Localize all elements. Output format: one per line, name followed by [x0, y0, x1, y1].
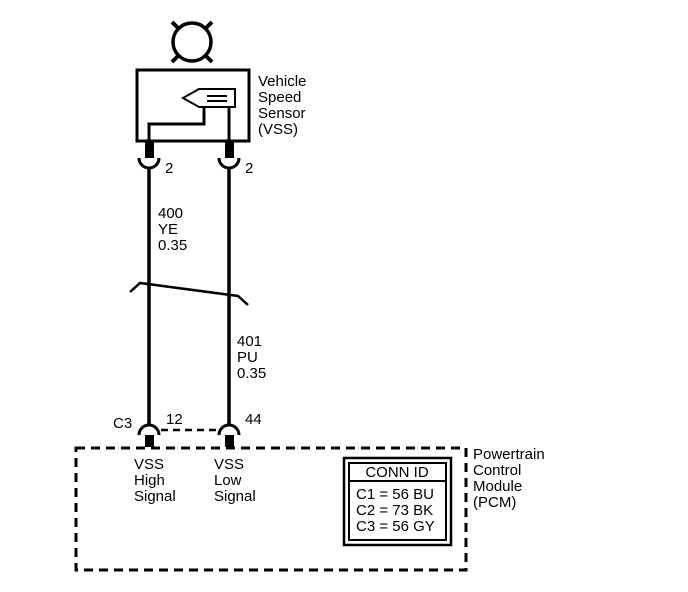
sensor-box: [135, 68, 251, 143]
pcm-name-line-2: Control: [473, 462, 521, 479]
pcm-connector-terminal-high: [137, 423, 161, 447]
vss-high-signal-line-2: High: [134, 472, 165, 489]
conn-id-title: CONN ID: [365, 464, 429, 481]
wire-401-color: PU: [237, 349, 258, 366]
sensor-symbol-icon: [170, 20, 214, 64]
sensor-internal-icon: [147, 88, 236, 141]
sensor-pin-b-label: 2: [245, 160, 253, 177]
sensor-connector-terminal-a: [137, 141, 161, 170]
pcm-name-line-3: Module: [473, 478, 522, 495]
pcm-name-line-1: Powertrain: [473, 446, 545, 463]
vss-low-signal-line-3: Signal: [214, 488, 256, 505]
vss-low-signal-line-2: Low: [214, 472, 242, 489]
wire-401-gauge: 0.35: [237, 365, 266, 382]
sensor-pin-a-label: 2: [165, 160, 173, 177]
sensor-connector-terminal-b: [217, 141, 241, 170]
sensor-name-line-4: (VSS): [258, 121, 298, 138]
sensor-name-line-2: Speed: [258, 89, 301, 106]
wire-400-circuit: 400: [158, 205, 183, 222]
twisted-pair-marker: [129, 281, 249, 306]
sensor-name-line-3: Sensor: [258, 105, 306, 122]
wire-400-gauge: 0.35: [158, 237, 187, 254]
conn-id-row-c2: C2 = 73 BK: [356, 502, 433, 519]
vss-high-signal-line-1: VSS: [134, 456, 164, 473]
pcm-boundary: [74, 446, 468, 572]
wire-401-circuit: 401: [237, 333, 262, 350]
pcm-connector-label: C3: [113, 415, 132, 432]
vss-low-signal-line-1: VSS: [214, 456, 244, 473]
conn-id-table: CONN ID C1 = 56 BU C2 = 73 BK C3 = 56 GY: [342, 456, 453, 547]
conn-id-row-c3: C3 = 56 GY: [356, 518, 435, 535]
sensor-name-line-1: Vehicle: [258, 73, 306, 90]
conn-id-row-c1: C1 = 56 BU: [356, 486, 434, 503]
wire-400-color: YE: [158, 221, 178, 238]
pcm-pin-high-label: 12: [166, 411, 183, 428]
pcm-connector-terminal-low: [217, 423, 241, 447]
pcm-pin-low-label: 44: [245, 411, 262, 428]
vss-high-signal-line-3: Signal: [134, 488, 176, 505]
pcm-name-line-4: (PCM): [473, 494, 516, 511]
